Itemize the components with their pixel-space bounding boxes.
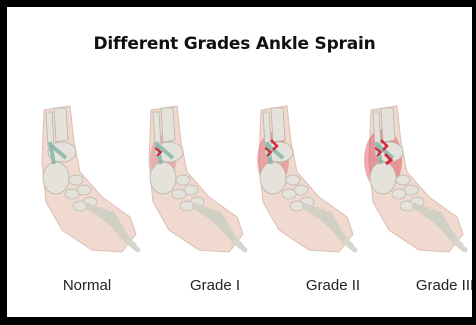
tarsal-bone <box>172 189 186 199</box>
calcaneus-bone <box>43 162 69 194</box>
tibia-bone <box>381 108 395 142</box>
label-normal: Normal <box>42 277 132 294</box>
label-grade-3: Grade III <box>400 277 476 294</box>
toe-bone <box>345 242 355 250</box>
calcaneus-bone <box>260 162 286 194</box>
tarsal-bone <box>65 189 79 199</box>
tarsal-bone <box>180 201 194 211</box>
tarsal-bone <box>290 201 304 211</box>
foot-grade-2-illustration <box>249 102 359 262</box>
foot-grade-1-illustration <box>139 102 249 262</box>
tarsal-bone <box>176 175 190 185</box>
toe-bone <box>235 242 245 250</box>
calcaneus-bone <box>370 162 396 194</box>
tarsal-bone <box>400 201 414 211</box>
calcaneus-bone <box>150 162 176 194</box>
foot-grade-3-illustration <box>359 102 469 262</box>
tarsal-bone <box>73 201 87 211</box>
tibia-bone <box>54 108 68 142</box>
tarsal-bone <box>392 189 406 199</box>
label-grade-1: Grade I <box>170 277 260 294</box>
tarsal-bone <box>286 175 300 185</box>
toe-bone <box>455 242 465 250</box>
toe-bone <box>128 242 138 250</box>
tibia-bone <box>271 108 285 142</box>
tarsal-bone <box>282 189 296 199</box>
foot-normal-illustration <box>32 102 142 262</box>
tibia-bone <box>161 108 175 142</box>
tarsal-bone <box>396 175 410 185</box>
page-title: Different Grades Ankle Sprain <box>7 34 472 54</box>
label-grade-2: Grade II <box>288 277 378 294</box>
tarsal-bone <box>69 175 83 185</box>
